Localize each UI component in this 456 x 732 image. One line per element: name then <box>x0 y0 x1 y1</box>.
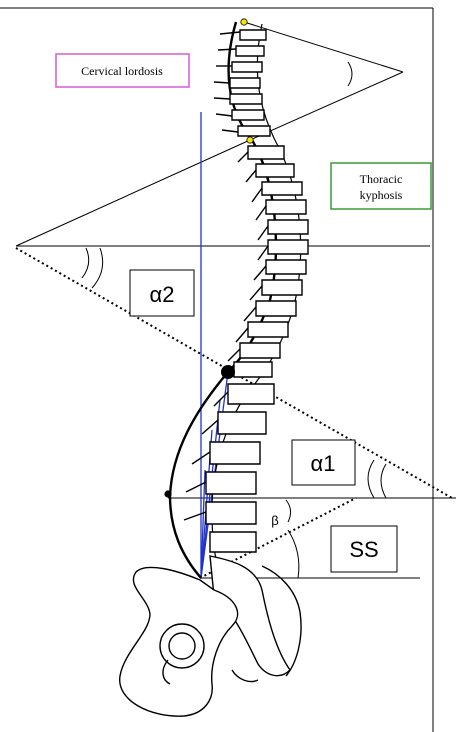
alpha1-text: α1 <box>311 451 336 476</box>
alpha1-arc-outer <box>368 460 374 498</box>
t1-marker-dot <box>247 137 253 143</box>
beta-arc <box>286 500 291 522</box>
spine-illustration <box>120 22 308 716</box>
cervical-lower-line <box>250 72 403 140</box>
thoracic-label-line1: Thoracic <box>360 172 403 186</box>
thoracic-upper-line <box>16 140 250 246</box>
cervical-upper-line <box>244 22 403 72</box>
apex-lordosis-dot <box>164 490 171 497</box>
ss-text: SS <box>349 537 378 562</box>
alpha2-label: α2 <box>130 270 194 316</box>
cervical-lordosis-label: Cervical lordosis <box>56 54 189 87</box>
thoracic-kyphosis-label: Thoracic kyphosis <box>331 163 431 209</box>
acetabulum-inner <box>169 633 195 659</box>
beta-text: β <box>271 513 278 528</box>
alpha1-label: α1 <box>292 440 355 485</box>
cervical-vertebrae <box>214 30 270 136</box>
lumbar-vertebrae <box>184 384 274 552</box>
alpha1-arc-inner <box>381 464 386 498</box>
alpha2-arc-outer <box>92 248 103 288</box>
thoracic-label-box <box>331 163 431 209</box>
alpha2-text: α2 <box>150 282 175 307</box>
cervical-label-text: Cervical lordosis <box>81 64 163 78</box>
cervical-angle-arc <box>348 62 352 86</box>
coccyx <box>232 670 258 682</box>
ss-arc <box>288 530 299 578</box>
inflection-point-dot <box>221 365 235 379</box>
ss-label: SS <box>331 526 397 572</box>
c2-marker-dot <box>241 19 247 25</box>
thoracic-label-line2: kyphosis <box>360 188 403 202</box>
alpha2-arc-inner <box>82 248 89 278</box>
